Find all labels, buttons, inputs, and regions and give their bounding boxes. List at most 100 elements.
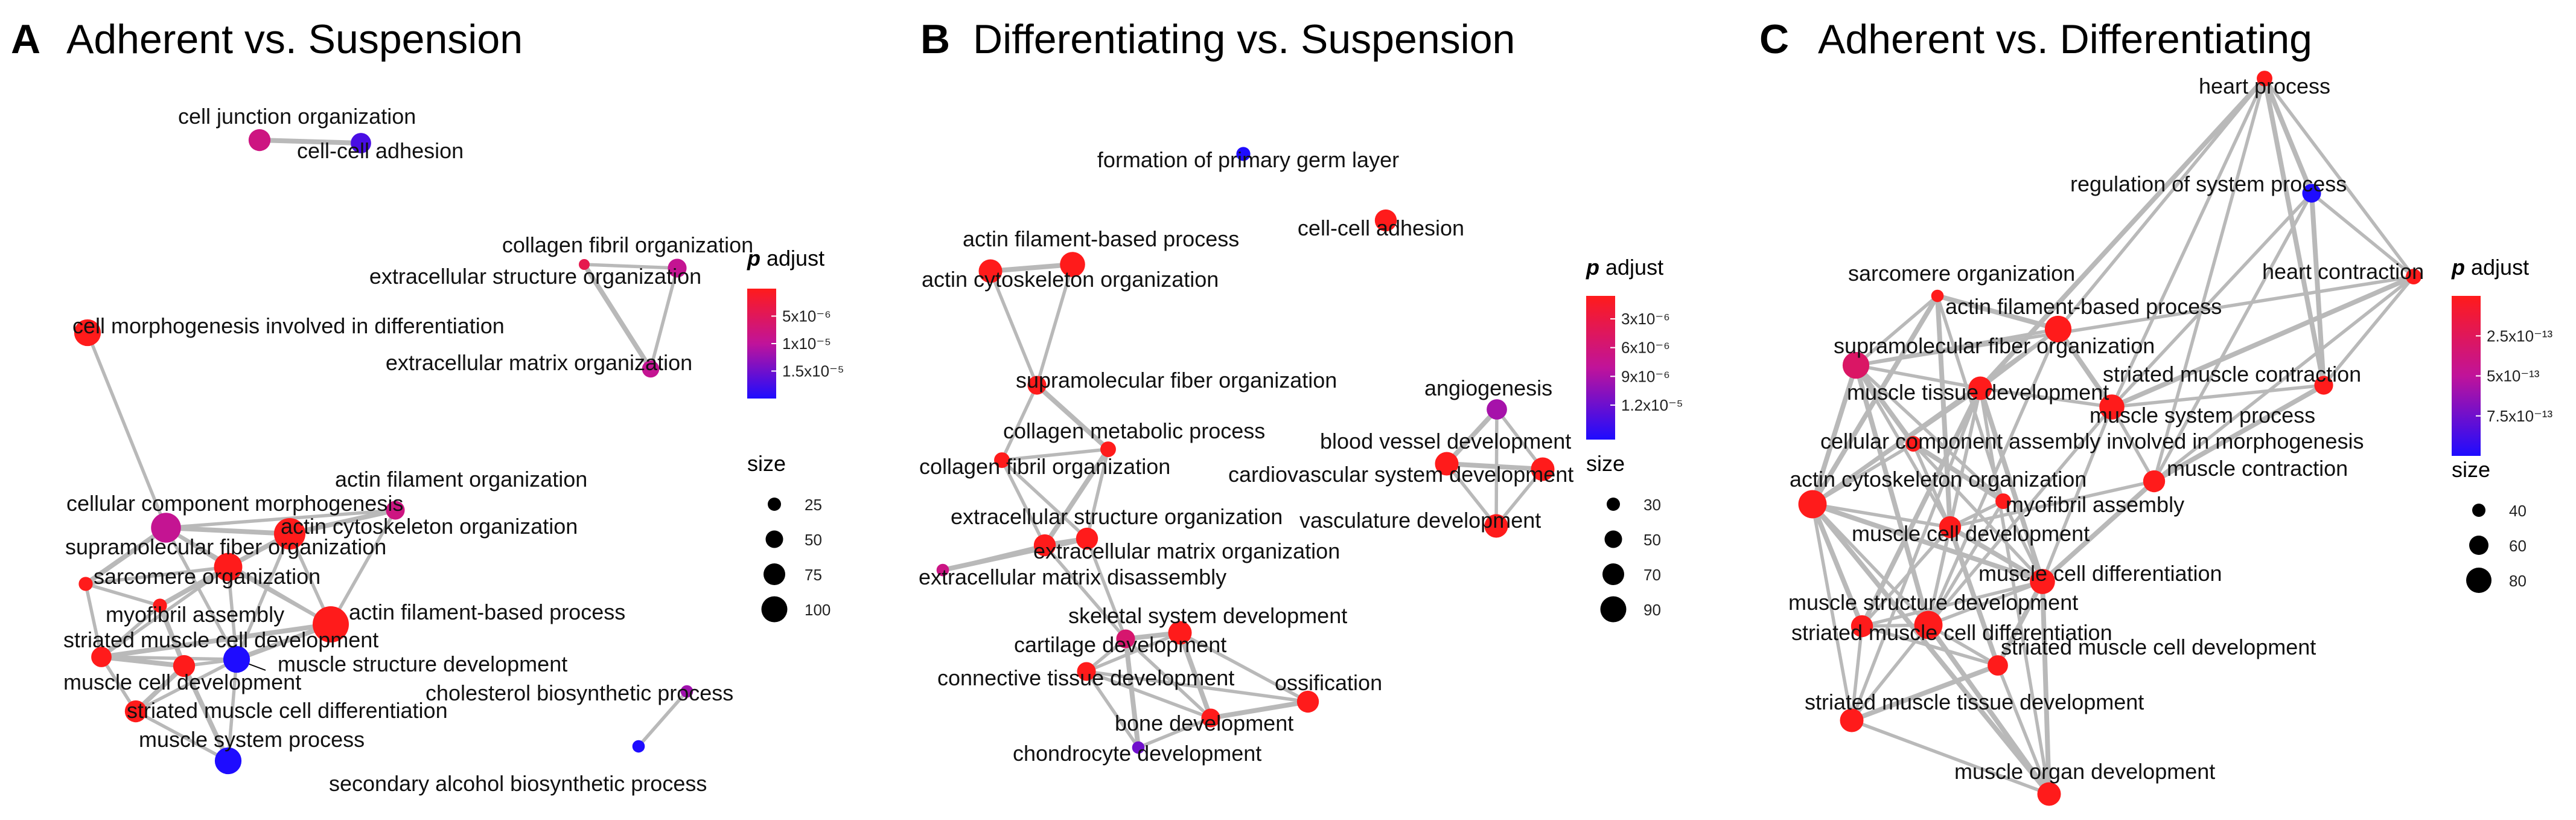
legend-title-text: adjust — [1599, 255, 1663, 280]
edge-b7-b9 — [1000, 458, 1089, 540]
edge-c12-c15 — [1810, 502, 2045, 584]
edge-c7-c9 — [1978, 386, 2114, 409]
edge-a3-a4 — [582, 263, 679, 270]
node-label: cellular component assembly involved in … — [1820, 429, 2364, 453]
node-a14 — [313, 606, 349, 642]
legend-title-symbol: p — [2451, 255, 2465, 280]
edge-b5-b7 — [1000, 383, 1039, 462]
legend-title: p adjust — [2451, 255, 2529, 280]
edge-c13-c16 — [1927, 499, 2005, 627]
edge-a8-a9 — [287, 508, 398, 536]
node-label: collagen fibril organization — [502, 232, 753, 257]
node-b17 — [1077, 662, 1096, 681]
edge-c2-c8 — [2309, 191, 2326, 388]
node-label: muscle structure development — [278, 652, 567, 676]
edge-a9-a15 — [235, 532, 292, 661]
edge-b5-b6 — [1035, 383, 1111, 452]
node-b8 — [1033, 534, 1056, 557]
node-a1 — [248, 129, 271, 152]
edge-layer — [1810, 76, 2416, 796]
edge-c12-c19 — [1811, 502, 1854, 722]
node-label: formation of primary germ layer — [1097, 147, 1399, 172]
node-label: striated muscle cell development — [63, 627, 378, 652]
node-label: myofibril assembly — [106, 602, 284, 627]
legend-title-symbol: p — [1586, 255, 1599, 280]
size-legend-dot — [768, 498, 781, 511]
node-c14 — [1939, 516, 1962, 539]
node-label: actin cytoskeleton organization — [1790, 467, 2087, 492]
size-legend-label: 70 — [1643, 566, 1661, 584]
node-label: myofibril assembly — [2006, 492, 2184, 517]
size-legend-label: 40 — [2509, 502, 2527, 520]
node-b15 — [1168, 621, 1192, 645]
color-tick-label: 5x10⁻⁶ — [782, 307, 831, 325]
edge-c15-c20 — [2040, 579, 2052, 796]
edge-a16-a17 — [133, 664, 187, 714]
node-b4 — [978, 259, 1003, 283]
node-label: striated muscle tissue development — [1805, 690, 2144, 714]
node-a11 — [78, 577, 93, 591]
edge-b15-b18 — [1178, 631, 1310, 703]
edge-a10-a11 — [84, 565, 230, 586]
size-legend-dot — [1607, 498, 1620, 511]
edge-c2-c11 — [2152, 191, 2313, 483]
size-legend-label: 75 — [805, 566, 822, 584]
node-b13 — [1531, 457, 1555, 481]
edge-c5-c16 — [1927, 327, 2060, 627]
node-a17 — [124, 700, 147, 723]
node-layer — [1798, 71, 2421, 806]
node-label: supramolecular fiber organization — [1834, 333, 2155, 358]
node-label: supramolecular fiber organization — [65, 534, 386, 559]
node-label: actin filament-based process — [1945, 294, 2222, 319]
node-label: cardiovascular system development — [1228, 462, 1573, 487]
edge-c15-c17 — [1860, 580, 2044, 628]
panel-title: Differentiating vs. Suspension — [973, 16, 1515, 62]
edge-b17-b19 — [1085, 670, 1213, 720]
node-a2 — [351, 133, 371, 153]
node-c13 — [1995, 493, 2011, 509]
legend: p adjust3x10⁻⁶6x10⁻⁶9x10⁻⁶1.2x10⁻⁵size30… — [1586, 255, 1683, 623]
node-label: vasculature development — [1299, 508, 1541, 533]
color-bar — [1586, 296, 1615, 440]
edge-b7-b8 — [1000, 458, 1047, 547]
edge-c4-c5 — [1935, 293, 2061, 332]
edge-b17-b18 — [1085, 670, 1310, 703]
node-c11 — [2143, 470, 2166, 493]
size-legend-label: 80 — [2509, 572, 2527, 590]
legend-title-text: adjust — [2465, 255, 2529, 280]
edge-c12-c17 — [1810, 502, 1864, 629]
size-legend-label: 90 — [1643, 601, 1661, 619]
edge-c1-c2 — [2262, 76, 2314, 196]
edge-a19-a20 — [637, 690, 689, 748]
node-label: muscle cell differentiation — [1978, 561, 2222, 586]
node-a7 — [151, 513, 181, 543]
edge-a10-a14 — [226, 565, 333, 626]
edge-a1-a2 — [257, 138, 363, 146]
size-legend-dot — [1602, 563, 1624, 585]
node-label: actin filament-based process — [963, 226, 1239, 251]
node-c1 — [2257, 71, 2272, 86]
edge-b15-b19 — [1178, 630, 1213, 720]
node-b19 — [1201, 708, 1220, 728]
node-b10 — [936, 563, 949, 577]
edge-c14-c17 — [1860, 525, 1952, 628]
node-label: cartilage development — [1014, 632, 1226, 657]
legend-title-text: adjust — [760, 246, 824, 271]
node-a20 — [632, 740, 645, 753]
node-b12 — [1435, 452, 1459, 476]
node-label: muscle tissue development — [1847, 380, 2109, 405]
edge-b6-b7 — [1000, 447, 1110, 462]
edge-a11-a13 — [84, 582, 103, 659]
node-label: cholesterol biosynthetic process — [426, 681, 733, 705]
node-label: cell morphogenesis involved in different… — [72, 313, 505, 338]
node-label: extracellular structure organization — [369, 264, 701, 289]
edge-layer — [940, 262, 1545, 750]
edge-c19-c20 — [1850, 719, 2051, 796]
color-tick-label: 9x10⁻⁶ — [1621, 367, 1670, 385]
edge-b11-b13 — [1495, 408, 1545, 471]
node-label: connective tissue development — [937, 665, 1234, 690]
edge-a7-a9 — [164, 525, 292, 536]
size-legend-dot — [761, 596, 788, 623]
node-label: extracellular matrix organization — [1033, 539, 1340, 563]
color-tick-label: 1.5x10⁻⁵ — [782, 362, 844, 380]
